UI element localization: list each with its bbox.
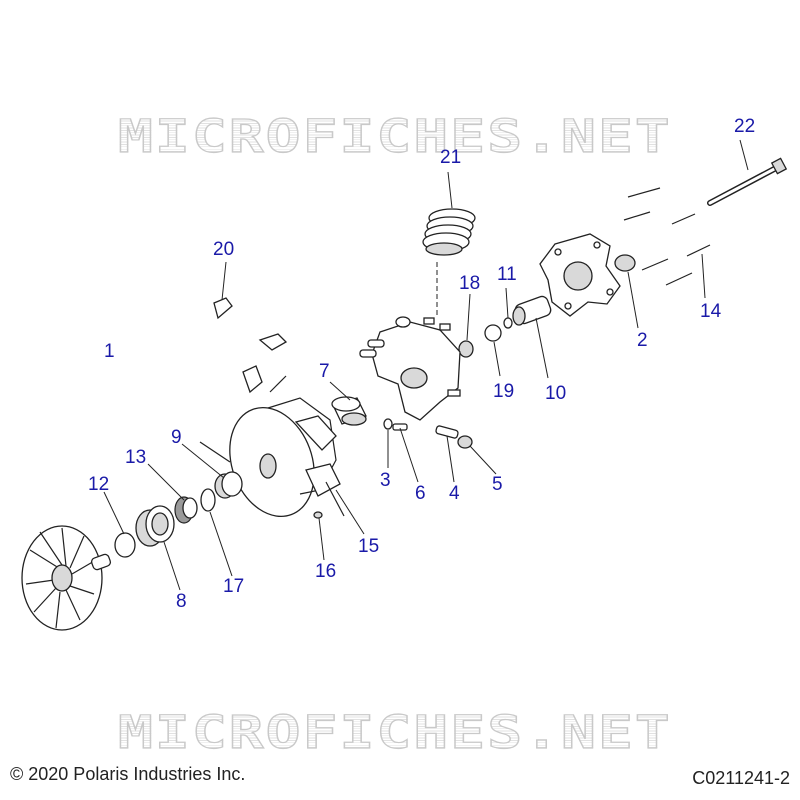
part-7-bushing (331, 396, 367, 426)
part-fixed-sheave (21, 525, 112, 631)
callout-14: 14 (700, 301, 722, 322)
part-3-nut (383, 418, 393, 430)
callout-4: 4 (449, 483, 460, 504)
part-19-washer (484, 324, 502, 342)
part-bolts-upper (623, 187, 711, 286)
callout-2: 2 (637, 330, 648, 351)
callout-13: 13 (125, 447, 147, 468)
leader-lines (103, 139, 749, 591)
part-5-button (457, 435, 473, 449)
callout-3: 3 (380, 470, 391, 491)
callout-21: 21 (440, 147, 462, 168)
callout-19: 19 (493, 381, 515, 402)
part-13-bearing (174, 496, 198, 524)
callout-15: 15 (358, 536, 380, 557)
callout-6: 6 (415, 483, 426, 504)
part-16-screw (313, 511, 323, 519)
watermark-top: MICROFICHES.NET (117, 113, 728, 159)
copyright-text: © 2020 Polaris Industries Inc. (10, 764, 246, 784)
part-6-screw (392, 423, 408, 431)
callout-11: 11 (497, 264, 517, 285)
callout-8: 8 (176, 591, 187, 612)
part-22-long-bolt (707, 157, 788, 206)
figure-code: C0211241-2 (692, 768, 790, 788)
callout-17: 17 (223, 576, 245, 597)
callout-16: 16 (315, 561, 337, 582)
watermark-bottom: MICROFICHES.NET (117, 709, 728, 755)
part-9-pin (199, 441, 231, 463)
part-moveable-sheave (229, 397, 341, 518)
callout-12: 12 (88, 474, 110, 495)
callout-9: 9 (171, 427, 182, 448)
part-2-spider (539, 233, 636, 317)
callout-7: 7 (319, 361, 330, 382)
part-8-sleeve (135, 505, 175, 547)
callout-22: 22 (734, 116, 756, 137)
callout-5: 5 (492, 474, 503, 495)
part-15-rod (325, 481, 345, 517)
part-21-spring (422, 208, 476, 315)
callout-18: 18 (459, 273, 481, 294)
callout-1: 1 (104, 341, 115, 362)
part-hub (359, 316, 461, 421)
part-4-pin (435, 425, 459, 439)
part-9-bushing (214, 471, 243, 499)
part-12-ring (114, 532, 136, 558)
part-20-weights (213, 297, 288, 394)
callout-10: 10 (545, 383, 567, 404)
part-17-ring (200, 488, 216, 512)
part-18-washer (458, 340, 474, 358)
part-10-bushing (512, 295, 552, 326)
callout-20: 20 (213, 239, 235, 260)
part-11-ring (503, 317, 513, 329)
